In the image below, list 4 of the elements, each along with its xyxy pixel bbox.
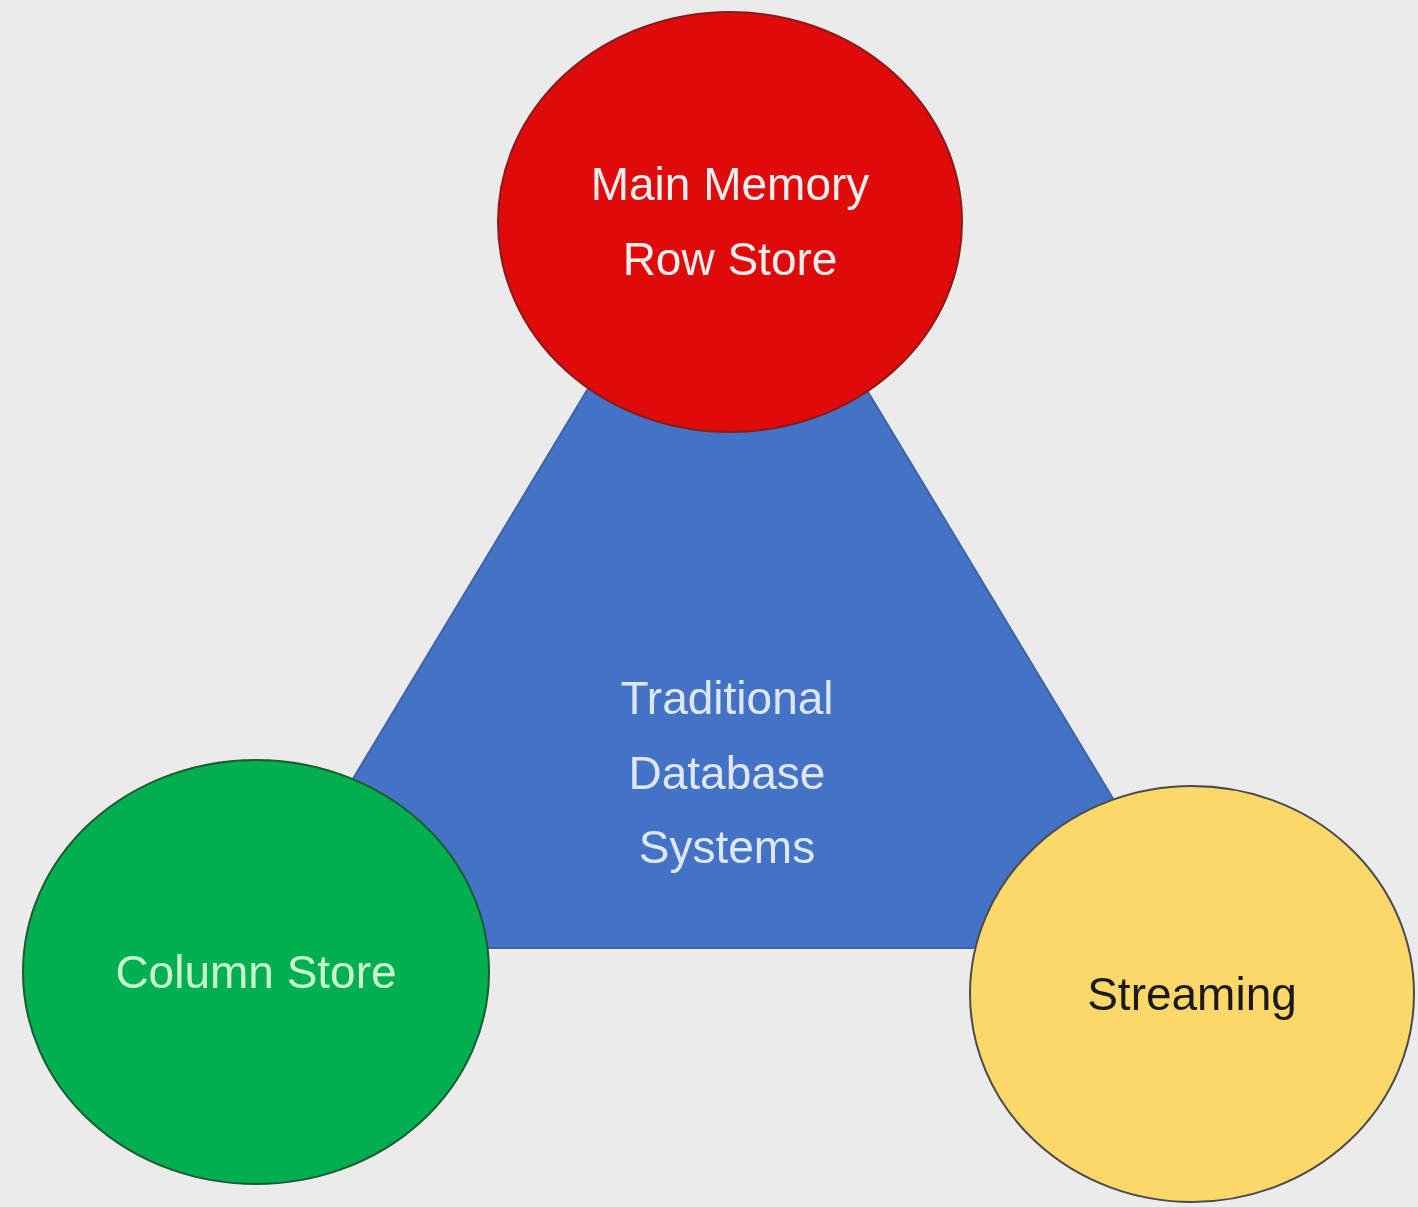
node-label: Traditional Database Systems [619,671,835,876]
node-label: Streaming [1087,966,1297,1022]
node-label: Column Store [115,944,397,1000]
node-label: Main Memory Row Store [589,157,871,287]
